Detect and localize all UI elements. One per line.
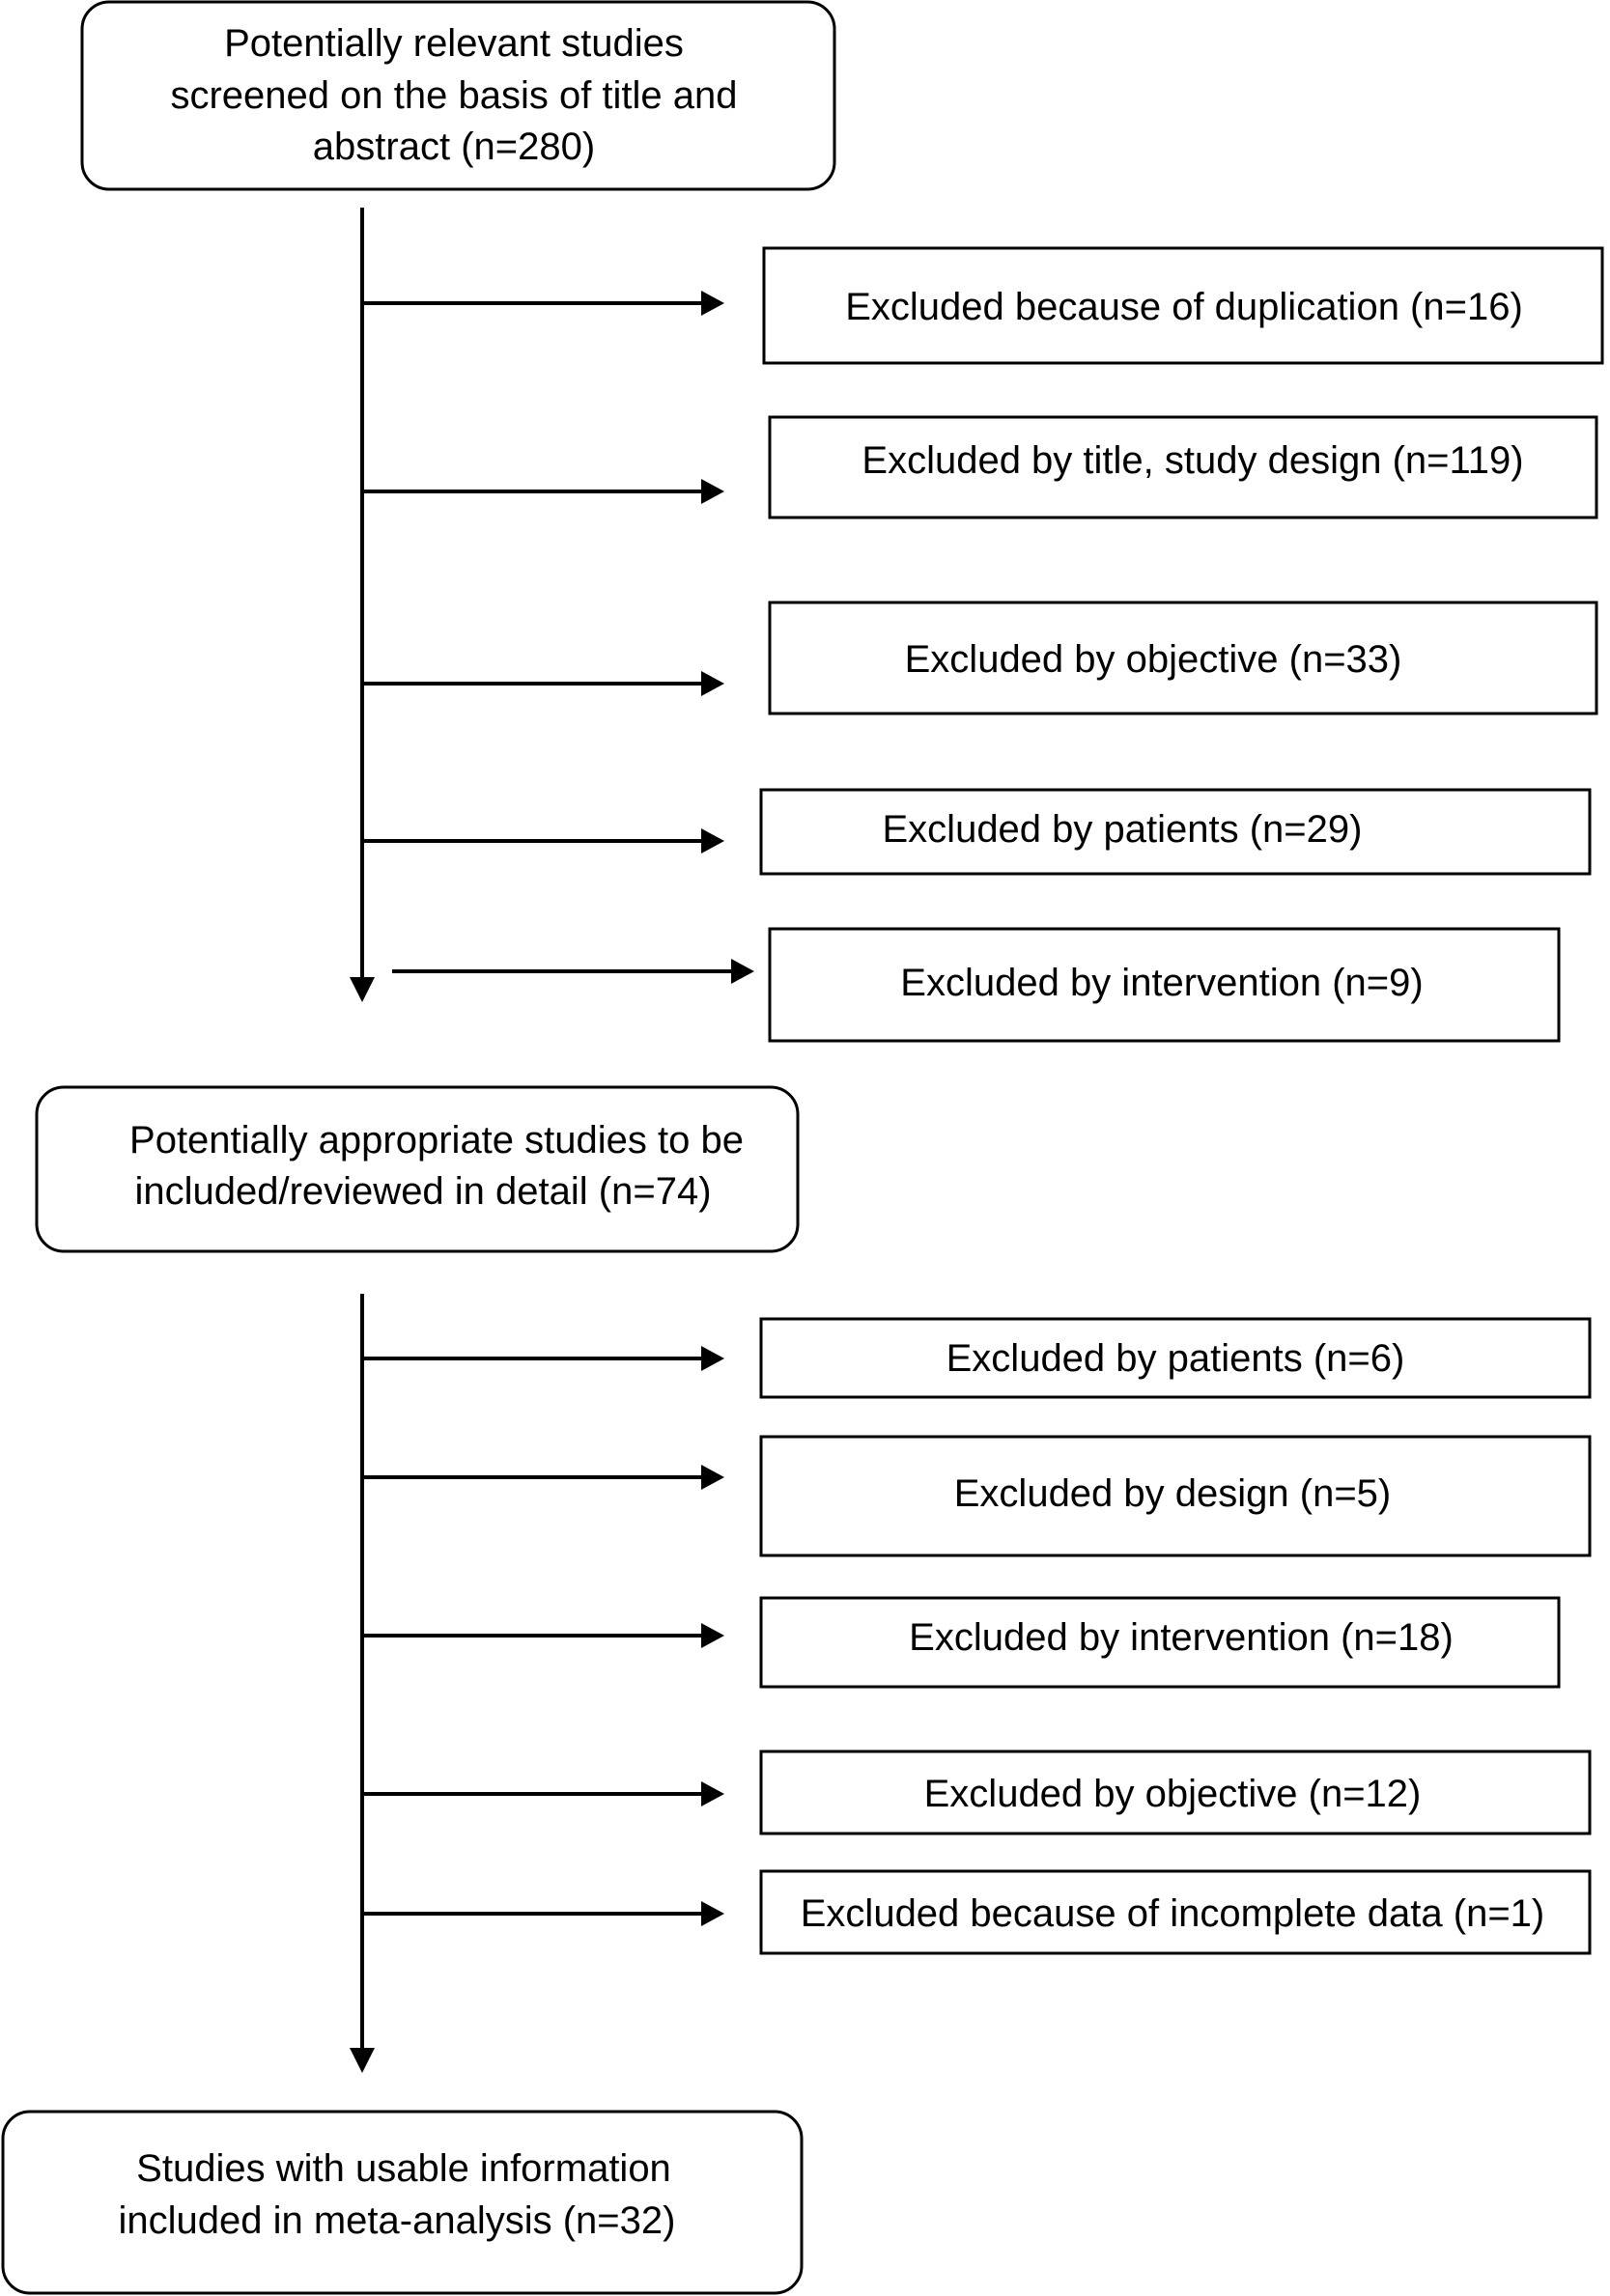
exclusion-1-5-label: Excluded by intervention (n=9)	[900, 962, 1423, 1004]
exclusion-2-1: Excluded by patients (n=6)	[362, 1317, 1592, 1399]
stage3-node: Studies with usable information included…	[1, 2110, 804, 2295]
stage2-line-2: included/reviewed in detail (n=74)	[134, 1170, 711, 1213]
exclusion-1-3-label: Excluded by objective (n=33)	[905, 638, 1402, 681]
exclusion-2-5: Excluded because of incomplete data (n=1…	[362, 1869, 1592, 1955]
exclusion-2-5-arrowhead	[701, 1901, 724, 1926]
exclusion-2-4: Excluded by objective (n=12)	[362, 1750, 1592, 1835]
stage1-line-1: Potentially relevant studies	[224, 22, 684, 65]
stage1-box	[80, 0, 836, 191]
exclusion-1-4-label: Excluded by patients (n=29)	[883, 808, 1363, 851]
exclusion-1-5-arrowhead	[731, 959, 754, 984]
stage3-line-1: Studies with usable information	[136, 2147, 671, 2190]
exclusion-1-3: Excluded by objective (n=33)	[362, 601, 1598, 715]
exclusion-2-2: Excluded by design (n=5)	[362, 1435, 1592, 1557]
exclusion-2-1-box	[759, 1317, 1592, 1399]
exclusion-2-5-box	[759, 1869, 1592, 1955]
exclusion-2-2-arrowhead	[701, 1465, 724, 1490]
exclusion-2-3: Excluded by intervention (n=18)	[362, 1596, 1561, 1689]
exclusion-1-4-box	[759, 788, 1592, 876]
exclusion-2-1-label: Excluded by patients (n=6)	[946, 1337, 1405, 1380]
stage2-line-1: Potentially appropriate studies to be	[129, 1119, 744, 1162]
exclusion-1-3-arrowhead	[701, 671, 724, 696]
stage1-line-3: abstract (n=280)	[313, 126, 595, 168]
stage2-node: Potentially appropriate studies to be in…	[35, 1085, 800, 1253]
stage3-box	[1, 2110, 804, 2295]
exclusion-2-4-box	[759, 1750, 1592, 1835]
exclusion-1-2-arrowhead	[701, 479, 724, 504]
stage1-line-2: screened on the basis of title and	[170, 74, 737, 117]
exclusion-2-2-label: Excluded by design (n=5)	[954, 1472, 1392, 1515]
exclusion-1-1-label: Excluded because of duplication (n=16)	[845, 286, 1523, 328]
exclusion-1-3-box	[768, 601, 1598, 715]
exclusion-2-3-label: Excluded by intervention (n=18)	[909, 1616, 1454, 1659]
stage1-node: Potentially relevant studies screened on…	[80, 0, 836, 191]
stage3-line-2: included in meta-analysis (n=32)	[119, 2199, 676, 2242]
exclusion-1-5-box	[768, 927, 1561, 1043]
trunk-2-arrowhead	[350, 2048, 375, 2073]
trunk-1-arrowhead	[350, 977, 375, 1002]
exclusion-2-3-box	[759, 1596, 1561, 1689]
exclusion-2-3-arrowhead	[701, 1623, 724, 1648]
exclusion-1-4: Excluded by patients (n=29)	[362, 788, 1592, 876]
exclusion-1-4-arrowhead	[701, 828, 724, 854]
exclusion-1-1-arrowhead	[701, 291, 724, 316]
exclusion-1-2-label: Excluded by title, study design (n=119)	[861, 439, 1523, 482]
exclusion-2-5-label: Excluded because of incomplete data (n=1…	[801, 1892, 1545, 1935]
exclusion-2-2-box	[759, 1435, 1592, 1557]
exclusion-1-2-box	[768, 415, 1598, 519]
exclusion-2-4-label: Excluded by objective (n=12)	[924, 1773, 1422, 1815]
exclusion-2-4-arrowhead	[701, 1781, 724, 1806]
exclusion-1-1: Excluded because of duplication (n=16)	[362, 246, 1604, 365]
exclusion-1-1-box	[762, 246, 1604, 365]
exclusion-2-1-arrowhead	[701, 1346, 724, 1371]
stage2-box	[35, 1085, 800, 1253]
exclusion-1-2: Excluded by title, study design (n=119)	[362, 415, 1598, 519]
exclusion-1-5: Excluded by intervention (n=9)	[392, 927, 1561, 1043]
